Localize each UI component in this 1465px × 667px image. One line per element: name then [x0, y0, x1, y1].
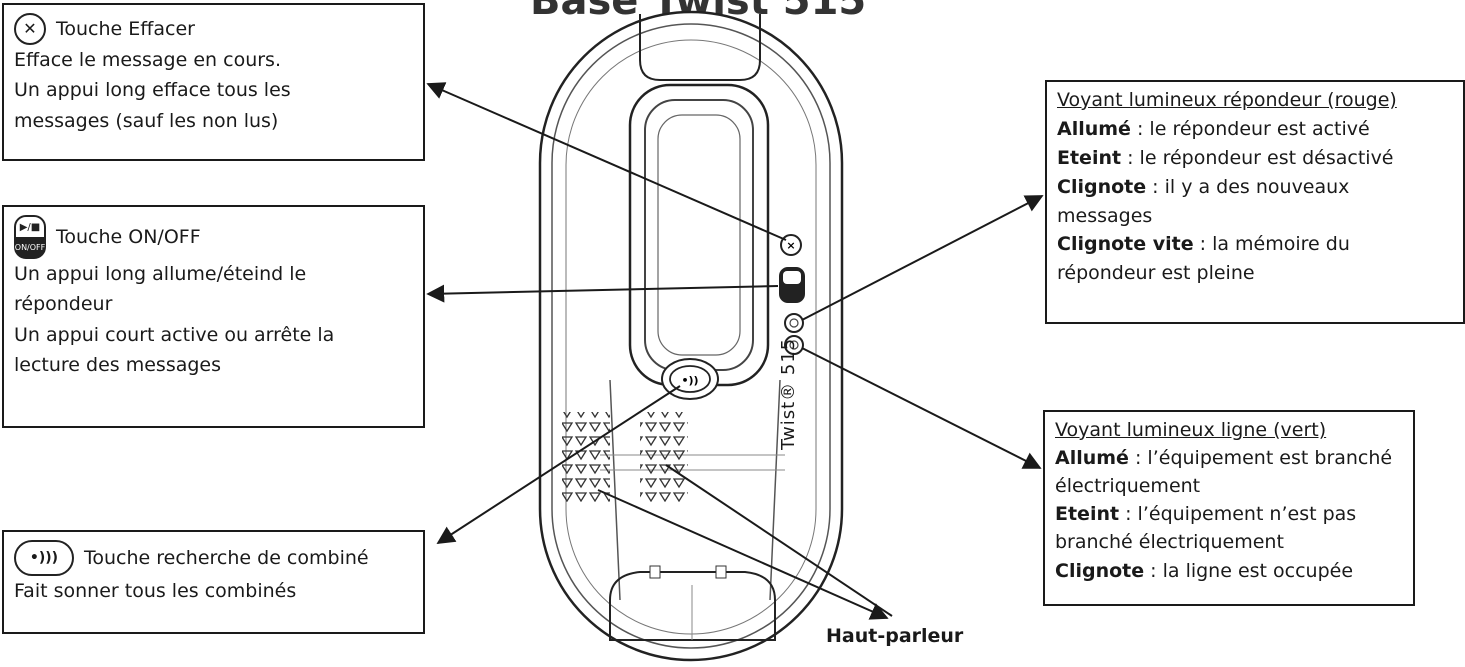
onoff-button-device[interactable] [779, 267, 805, 303]
arrow-onoff [426, 284, 779, 303]
model-label: Twist® 515 [778, 337, 799, 450]
arrow-recherche [436, 385, 681, 544]
repondeur-item: Clignote : il y a des nouveaux [1057, 175, 1350, 198]
recherche-title: Touche recherche de combiné [84, 546, 369, 569]
repondeur-item: Clignote vite : la mémoire du [1057, 233, 1350, 256]
ligne-item: Clignote : la ligne est occupée [1055, 559, 1354, 582]
arrow-effacer [426, 82, 787, 241]
play-stop-icon: ▶/■ON/OFF [14, 215, 46, 259]
repondeur-item: messages [1057, 204, 1153, 227]
arrow-repondeur [801, 195, 1044, 321]
onoff-line: lecture des messages [14, 354, 222, 377]
led-repondeur [784, 313, 804, 333]
repondeur-term: Allumé [1057, 117, 1131, 140]
repondeur-title: Voyant lumineux répondeur (rouge) [1057, 89, 1397, 111]
ligne-term: Eteint [1055, 503, 1120, 526]
ligne-item: Allumé : l’équipement est branché [1055, 447, 1393, 470]
repondeur-item: répondeur est pleine [1057, 262, 1255, 285]
ligne-item: branché électriquement [1055, 531, 1284, 554]
svg-text:×: × [786, 239, 795, 252]
ligne-callout: Voyant lumineux ligne (vert) Allumé : l’… [1043, 410, 1415, 606]
arrow-speaker-2 [665, 464, 893, 617]
svg-text:•)): •)) [681, 374, 698, 387]
led-ligne [784, 335, 804, 355]
effacer-line: Efface le message en cours. [14, 49, 281, 71]
repondeur-term: Clignote vite [1057, 233, 1194, 256]
effacer-button-device[interactable]: × [780, 234, 802, 256]
ligne-term: Clignote [1055, 559, 1145, 582]
repondeur-callout: Voyant lumineux répondeur (rouge) Allumé… [1045, 80, 1465, 324]
effacer-callout: ✕ Touche Effacer Efface le message en co… [2, 3, 425, 161]
repondeur-term: Clignote [1057, 175, 1147, 198]
ligne-title: Voyant lumineux ligne (vert) [1055, 419, 1327, 441]
effacer-line: Un appui long efface tous les [14, 79, 291, 102]
ligne-term: Allumé [1055, 447, 1129, 470]
arrow-speaker-1 [597, 489, 889, 620]
recherche-callout: •))) Touche recherche de combiné Fait so… [2, 530, 425, 634]
repondeur-item: Allumé : le répondeur est activé [1057, 117, 1370, 140]
arrow-ligne [801, 347, 1042, 469]
effacer-line: messages (sauf les non lus) [14, 109, 279, 132]
onoff-line: répondeur [14, 293, 113, 316]
effacer-title: Touche Effacer [56, 17, 195, 40]
repondeur-term: Eteint [1057, 146, 1122, 169]
close-icon: ✕ [14, 13, 46, 45]
recherche-line: Fait sonner tous les combinés [14, 580, 297, 602]
onoff-line: Un appui long allume/éteind le [14, 263, 307, 285]
onoff-title: Touche ON/OFF [56, 225, 201, 248]
speaker-grille-right [640, 412, 688, 502]
ligne-item: électriquement [1055, 475, 1201, 498]
page-handset-icon: •))) [14, 540, 74, 576]
onoff-line: Un appui court active ou arrête la [14, 323, 335, 346]
ligne-item: Eteint : l’équipement n’est pas [1055, 503, 1357, 526]
speaker-label: Haut-parleur [826, 625, 964, 647]
repondeur-item: Eteint : le répondeur est désactivé [1057, 146, 1394, 169]
onoff-callout: ▶/■ON/OFF Touche ON/OFF Un appui long al… [2, 205, 425, 428]
